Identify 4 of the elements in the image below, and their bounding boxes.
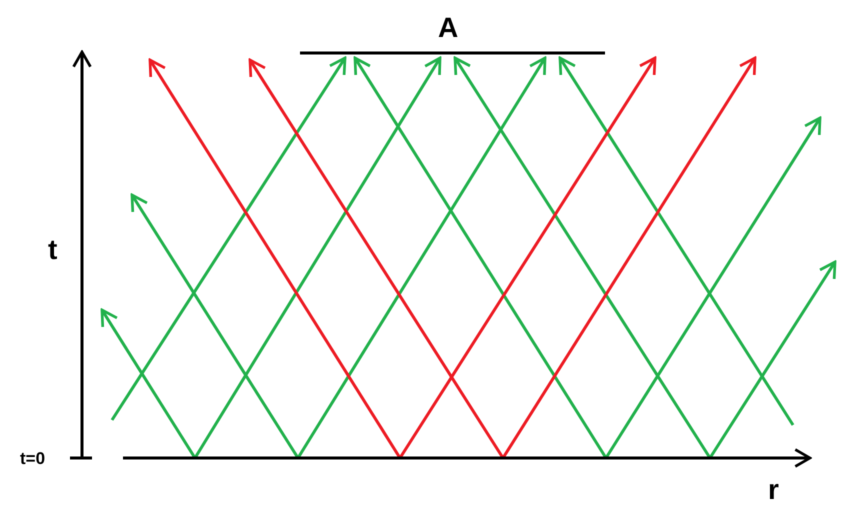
axis-label: t [48, 236, 58, 264]
axis-tick-label: t=0 [20, 450, 46, 467]
axis-label: r [768, 476, 779, 504]
segment-label: A [438, 14, 458, 42]
